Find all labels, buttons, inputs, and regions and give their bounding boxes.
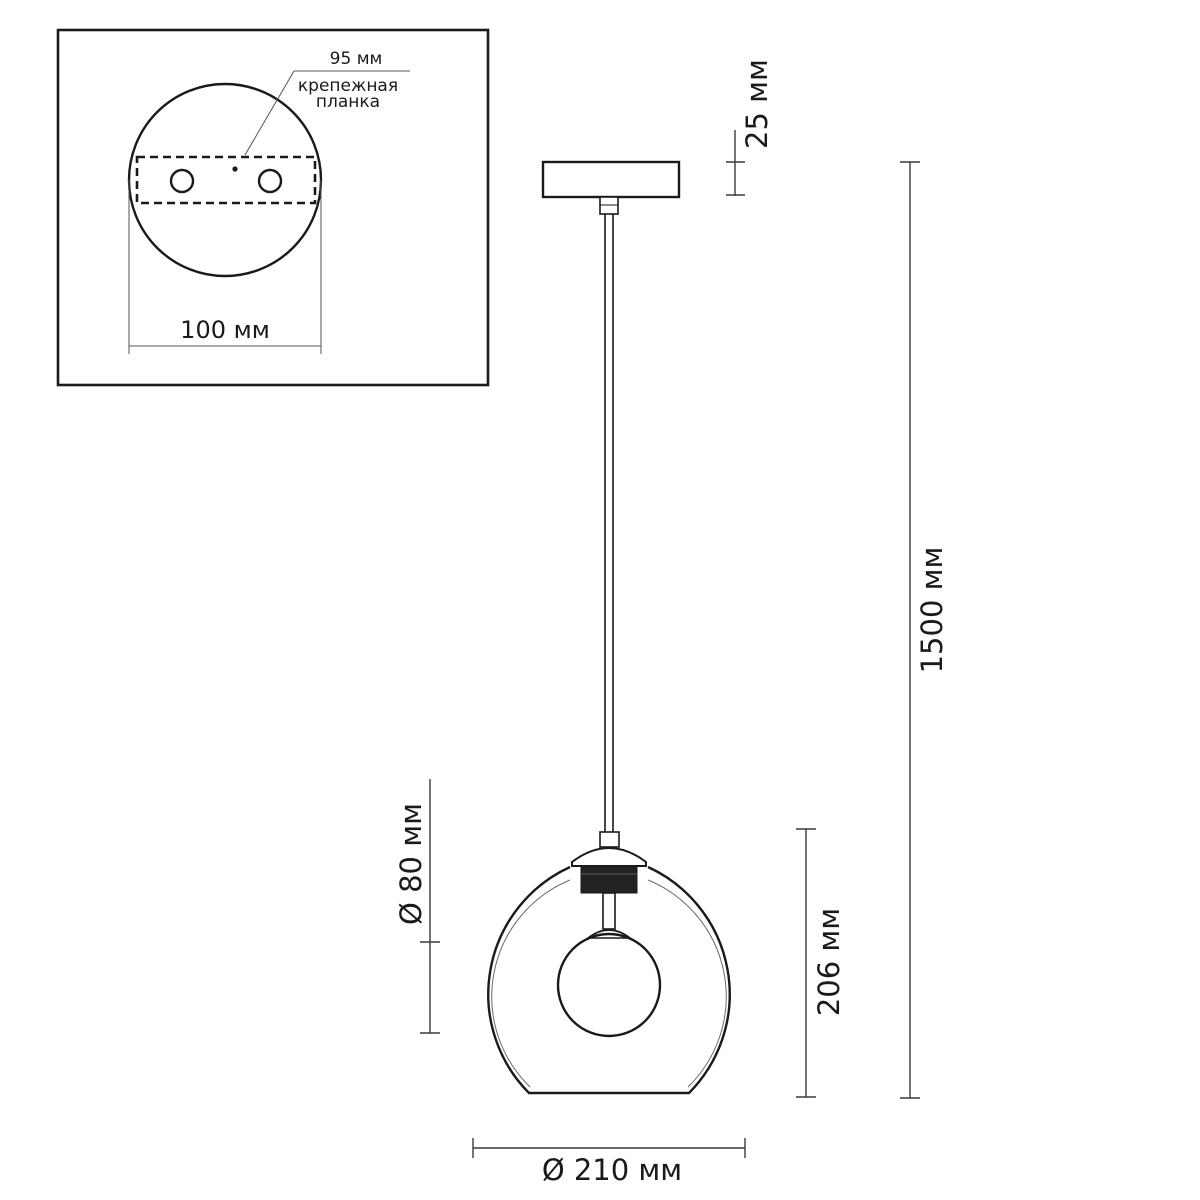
plate-leader-line — [244, 70, 295, 156]
canopy-height-label: 25 мм — [740, 59, 774, 149]
total-height-label: 1500 мм — [915, 547, 949, 674]
canopy-diameter-label: 100 мм — [180, 316, 270, 344]
shade-collar — [571, 847, 647, 867]
inner-glass-ball — [556, 932, 662, 1038]
mount-hole-left — [169, 168, 195, 194]
inner-diameter-label: Ø 80 мм — [394, 803, 428, 925]
shade-height-label: 206 мм — [812, 908, 846, 1016]
canopy-height-dimension: 25 мм — [726, 59, 774, 196]
mount-plate-dashed — [135, 155, 317, 205]
cable-grip — [599, 831, 620, 848]
mount-center-dot — [232, 166, 238, 172]
canopy — [541, 160, 681, 199]
plate-name-line1: крепежная — [298, 76, 398, 96]
shade-diameter-dimension: Ø 210 мм — [472, 1138, 746, 1187]
outer-glass-shade — [487, 865, 731, 1095]
plate-width-label: 95 мм — [330, 49, 383, 69]
lamp-side-view — [487, 160, 731, 1095]
inner-diameter-dimension: Ø 80 мм — [394, 779, 440, 1034]
outer-glass-shade-inner-edge — [491, 879, 727, 1088]
inset-frame — [56, 28, 490, 387]
shade-diameter-label: Ø 210 мм — [542, 1153, 682, 1187]
total-height-dimension: 1500 мм — [900, 161, 949, 1099]
lamp-socket — [580, 865, 638, 894]
plate-name-line2: планка — [316, 92, 380, 112]
mount-hole-right — [257, 168, 283, 194]
socket-stem — [602, 892, 616, 930]
shade-height-dimension: 206 мм — [796, 828, 846, 1098]
inset-top-view: 95 мм крепежная планка 100 мм — [56, 28, 490, 387]
